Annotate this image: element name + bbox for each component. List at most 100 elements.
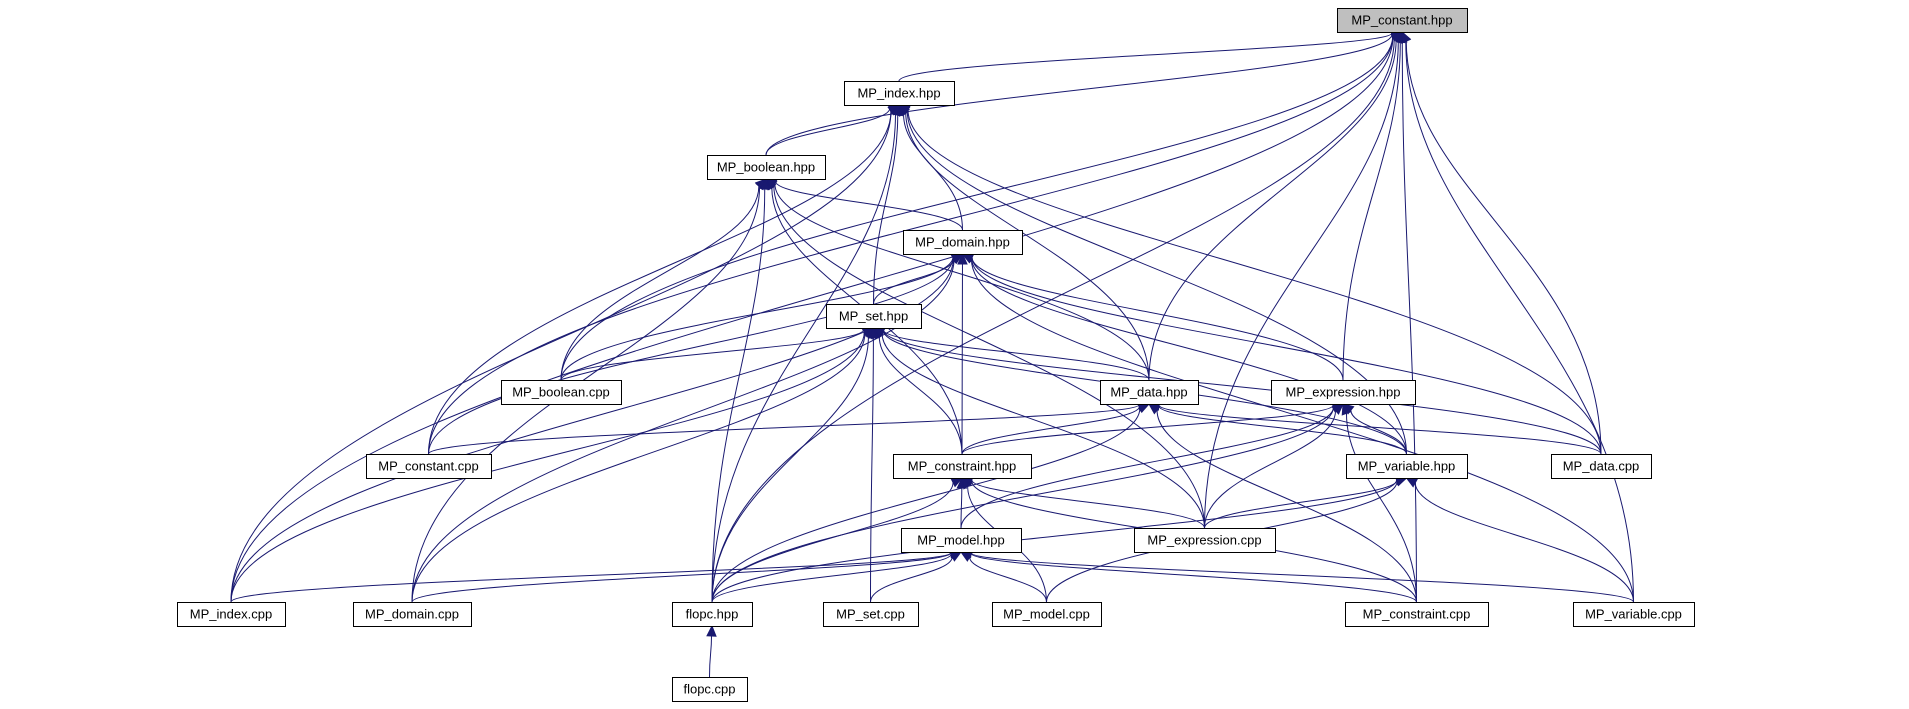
edge-line bbox=[873, 258, 955, 305]
dependency-edge bbox=[1401, 30, 1602, 455]
file-node-index-cpp[interactable]: MP_index.cpp bbox=[177, 602, 286, 627]
edge-line bbox=[230, 36, 1394, 603]
edge-line bbox=[961, 406, 1140, 455]
edge-line bbox=[971, 479, 1205, 529]
edge-line bbox=[411, 186, 761, 603]
edge-line bbox=[711, 406, 1334, 603]
dependency-edge bbox=[1204, 30, 1404, 529]
edge-line bbox=[765, 33, 1393, 156]
dependency-edge bbox=[957, 252, 968, 455]
file-nodes: MP_constant.hppMP_index.hppMP_boolean.hp… bbox=[177, 8, 1695, 702]
node-box bbox=[177, 602, 286, 627]
node-label: MP_model.cpp bbox=[1003, 607, 1090, 622]
file-node-constant-cpp[interactable]: MP_constant.cpp bbox=[366, 454, 492, 479]
edge-line bbox=[970, 258, 1634, 603]
edge-arrowhead bbox=[868, 326, 879, 339]
edge-line bbox=[711, 38, 1395, 603]
file-node-flopc-cpp[interactable]: flopc.cpp bbox=[672, 677, 748, 702]
edge-line bbox=[560, 185, 760, 381]
edge-line bbox=[873, 114, 899, 305]
dependency-edge bbox=[1341, 402, 1417, 603]
edge-line bbox=[1414, 482, 1634, 603]
node-box bbox=[893, 454, 1032, 479]
node-label: MP_constraint.hpp bbox=[908, 459, 1016, 474]
dependency-edge bbox=[1148, 31, 1403, 381]
node-label: MP_set.cpp bbox=[836, 607, 905, 622]
edge-line bbox=[881, 333, 1205, 529]
edge-line bbox=[971, 257, 1344, 381]
edge-line bbox=[411, 333, 866, 603]
file-node-expression-hpp[interactable]: MP_expression.hpp bbox=[1271, 380, 1416, 405]
node-box bbox=[823, 602, 919, 627]
node-box bbox=[1271, 380, 1416, 405]
file-node-set-hpp[interactable]: MP_set.hpp bbox=[826, 304, 922, 329]
node-label: MP_constant.cpp bbox=[378, 459, 478, 474]
edge-line bbox=[1148, 40, 1397, 381]
edge-line bbox=[1158, 405, 1407, 455]
edge-line bbox=[1401, 41, 1417, 603]
dependency-edge bbox=[1147, 399, 1602, 455]
edge-line bbox=[1156, 409, 1417, 603]
file-node-boolean-hpp[interactable]: MP_boolean.hpp bbox=[707, 155, 826, 180]
edge-line bbox=[411, 552, 952, 603]
file-node-domain-hpp[interactable]: MP_domain.hpp bbox=[903, 230, 1023, 255]
dependency-edge bbox=[961, 401, 1151, 455]
edge-line bbox=[711, 408, 1141, 603]
dependency-edge bbox=[873, 103, 903, 305]
file-node-boolean-cpp[interactable]: MP_boolean.cpp bbox=[501, 380, 622, 405]
edge-line bbox=[971, 258, 1407, 455]
edge-line bbox=[1350, 410, 1407, 455]
file-node-domain-cpp[interactable]: MP_domain.cpp bbox=[353, 602, 472, 627]
dependency-edge bbox=[872, 324, 1602, 455]
node-label: MP_variable.cpp bbox=[1585, 607, 1682, 622]
edge-line bbox=[970, 552, 1417, 603]
node-box bbox=[1345, 602, 1489, 627]
file-node-expression-cpp[interactable]: MP_expression.cpp bbox=[1134, 528, 1276, 553]
node-box bbox=[353, 602, 472, 627]
edge-line bbox=[711, 336, 869, 603]
node-label: MP_constant.hpp bbox=[1351, 13, 1452, 28]
file-node-flopc-hpp[interactable]: flopc.hpp bbox=[672, 602, 753, 627]
file-node-data-cpp[interactable]: MP_data.cpp bbox=[1551, 454, 1652, 479]
node-box bbox=[672, 602, 753, 627]
dependency-edge bbox=[898, 27, 1404, 82]
dependency-edge bbox=[711, 31, 1403, 603]
file-node-set-cpp[interactable]: MP_set.cpp bbox=[823, 602, 919, 627]
edge-arrowhead bbox=[890, 103, 901, 117]
edge-line bbox=[711, 553, 952, 603]
dependency-edges bbox=[230, 27, 1634, 678]
node-label: MP_domain.hpp bbox=[915, 235, 1010, 250]
file-node-variable-hpp[interactable]: MP_variable.hpp bbox=[1346, 454, 1468, 479]
edge-line bbox=[882, 329, 1602, 455]
file-node-model-cpp[interactable]: MP_model.cpp bbox=[992, 602, 1102, 627]
edge-line bbox=[230, 331, 865, 603]
file-node-constraint-cpp[interactable]: MP_constraint.cpp bbox=[1345, 602, 1489, 627]
edge-line bbox=[711, 482, 954, 603]
file-node-constraint-hpp[interactable]: MP_constraint.hpp bbox=[893, 454, 1032, 479]
dependency-edge bbox=[764, 176, 963, 231]
node-box bbox=[1346, 454, 1468, 479]
dependency-edge bbox=[961, 252, 1344, 381]
edge-line bbox=[560, 256, 954, 381]
edge-arrowhead bbox=[1148, 403, 1161, 415]
edge-line bbox=[960, 487, 963, 529]
node-box bbox=[501, 380, 622, 405]
file-node-index-hpp[interactable]: MP_index.hpp bbox=[844, 81, 955, 106]
edge-line bbox=[898, 32, 1393, 82]
edge-line bbox=[230, 110, 892, 603]
edge-line bbox=[428, 35, 1394, 455]
node-label: MP_data.cpp bbox=[1563, 459, 1640, 474]
dependency-edge bbox=[428, 104, 900, 455]
dependency-edge bbox=[898, 103, 963, 231]
dependency-edge bbox=[230, 547, 963, 603]
node-label: MP_domain.cpp bbox=[365, 607, 459, 622]
edge-line bbox=[411, 259, 955, 603]
file-node-data-hpp[interactable]: MP_data.hpp bbox=[1100, 380, 1199, 405]
file-node-model-hpp[interactable]: MP_model.hpp bbox=[901, 528, 1022, 553]
edge-line bbox=[428, 257, 954, 455]
edge-arrowhead bbox=[706, 624, 717, 637]
file-node-constant-hpp[interactable]: MP_constant.hpp bbox=[1337, 8, 1468, 33]
edge-line bbox=[230, 552, 952, 603]
file-node-variable-cpp[interactable]: MP_variable.cpp bbox=[1573, 602, 1695, 627]
dependency-edge bbox=[428, 399, 1151, 455]
